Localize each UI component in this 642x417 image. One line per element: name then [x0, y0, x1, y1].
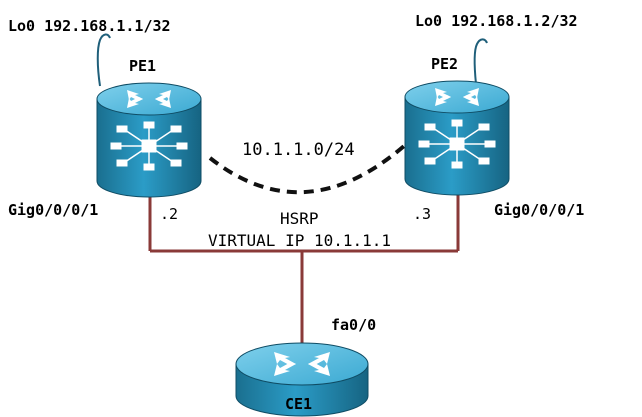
- hsrp-label: HSRP: [280, 209, 319, 228]
- pe1-router[interactable]: [96, 82, 202, 198]
- pe2-loopback-pigtail: [473, 38, 488, 85]
- pe2-interface-label: Gig0/0/0/1: [494, 201, 584, 219]
- router-arrows-icon: [127, 90, 171, 108]
- hsrp-peering-arc: [208, 144, 406, 195]
- pe2-host-ip-label: .3: [413, 205, 431, 223]
- ce1-router[interactable]: [235, 342, 369, 417]
- router-arrows-icon: [435, 88, 479, 106]
- switch-matrix-icon: [110, 121, 188, 171]
- pe1-name-label: PE1: [129, 57, 156, 75]
- pe2-router[interactable]: [404, 80, 510, 196]
- pe1-loopback-label: Lo0 192.168.1.1/32: [8, 17, 171, 35]
- ce1-interface-label: fa0/0: [331, 316, 376, 334]
- lan-links: [148, 193, 460, 343]
- pe2-loopback-label: Lo0 192.168.1.2/32: [415, 12, 578, 30]
- pe1-loopback-pigtail: [96, 33, 111, 87]
- pe1-interface-label: Gig0/0/0/1: [8, 201, 98, 219]
- router-arrows-icon: [274, 352, 330, 376]
- subnet-label: 10.1.1.0/24: [242, 140, 355, 160]
- pe1-host-ip-label: .2: [160, 205, 178, 223]
- pe2-name-label: PE2: [431, 55, 458, 73]
- ce1-name-label: CE1: [285, 395, 312, 413]
- virtual-ip-label: VIRTUAL IP 10.1.1.1: [208, 231, 391, 250]
- switch-matrix-icon: [418, 119, 496, 169]
